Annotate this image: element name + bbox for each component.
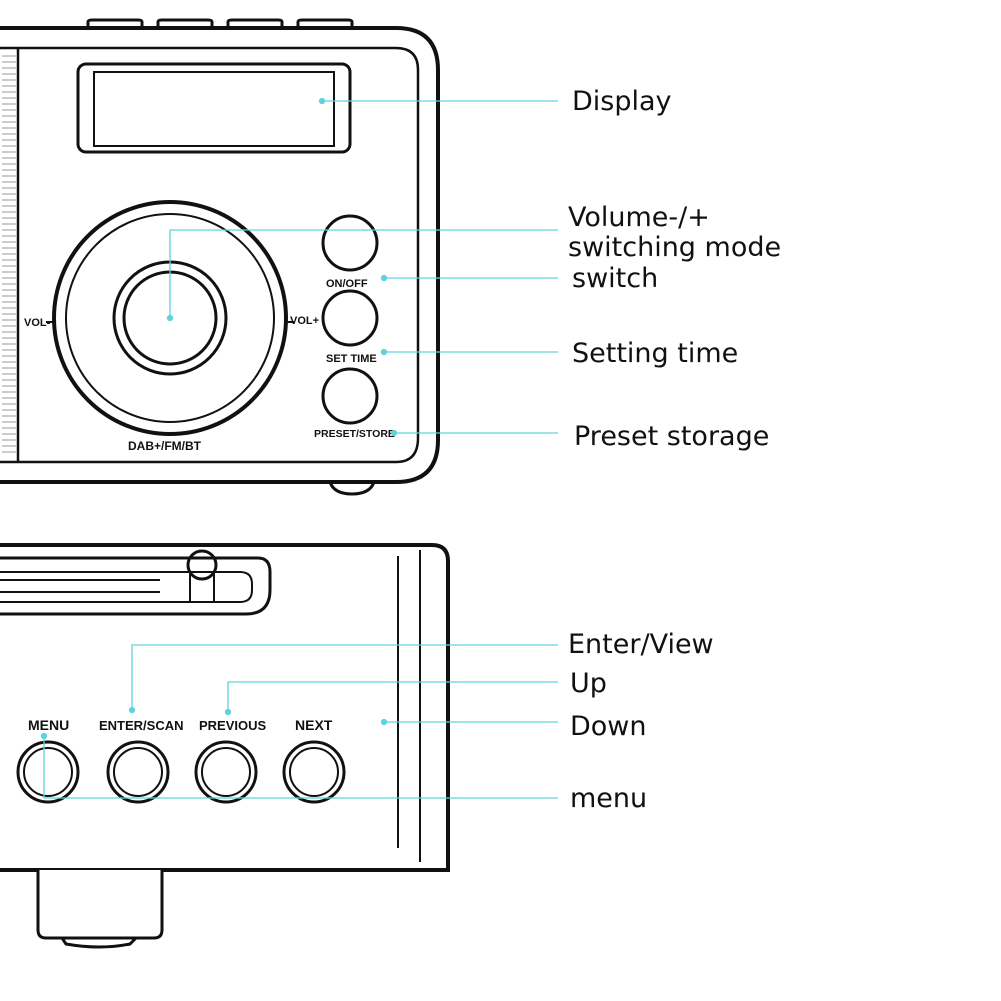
- menu-label: MENU: [28, 717, 69, 733]
- preset-store-button[interactable]: [321, 367, 379, 425]
- antenna-recess-inner: [0, 571, 253, 603]
- set-time-label: SET TIME: [326, 353, 377, 365]
- previous-label: PREVIOUS: [199, 718, 267, 733]
- down-leader-dot: [380, 718, 388, 726]
- enter-view-leader: [131, 644, 558, 710]
- display-callout: Display: [572, 86, 672, 117]
- volume-callout-line2: switching mode: [568, 232, 781, 263]
- previous-button[interactable]: [194, 740, 258, 804]
- volume-dial-outer[interactable]: [52, 200, 288, 436]
- top-view: [0, 543, 450, 949]
- up-leader: [227, 681, 558, 712]
- menu-leader: [43, 736, 558, 799]
- front-view: [0, 18, 440, 496]
- preset-storage-callout: Preset storage: [574, 421, 769, 452]
- menu-button-ring: [23, 747, 73, 797]
- mode-label: DAB+/FM/BT: [128, 439, 202, 453]
- display-leader-dot: [318, 97, 326, 105]
- enter-scan-button-ring: [113, 747, 163, 797]
- enter-view-callout: Enter/View: [568, 629, 714, 660]
- menu-button[interactable]: [16, 740, 80, 804]
- display-window: [76, 62, 352, 154]
- top-stand-inner: [60, 936, 138, 949]
- enter-scan-button[interactable]: [106, 740, 170, 804]
- preset-store-label: PRESET/STORE: [314, 428, 395, 440]
- enter-view-leader-dot: [128, 706, 136, 714]
- next-label: NEXT: [295, 717, 333, 733]
- enter-scan-label: ENTER/SCAN: [99, 718, 184, 733]
- setting-time-callout: Setting time: [572, 338, 738, 369]
- menu-callout: menu: [570, 783, 647, 814]
- volume-callout-line1: Volume-/+: [568, 202, 710, 233]
- antenna-recess: [0, 556, 272, 616]
- up-leader-dot: [224, 708, 232, 716]
- next-button-ring: [289, 747, 339, 797]
- display-window-inner: [93, 71, 335, 147]
- top-body-outer: [0, 543, 450, 872]
- volume-callout-line3: switch: [572, 263, 658, 294]
- top-stand: [36, 870, 164, 940]
- on-off-label: ON/OFF: [326, 278, 368, 290]
- leader-lines: [40, 97, 558, 799]
- up-callout: Up: [570, 668, 607, 699]
- set-time-button[interactable]: [321, 289, 379, 347]
- antenna-pivot: [186, 549, 218, 581]
- speaker-grille: [2, 55, 16, 453]
- set-time-leader-dot: [380, 348, 388, 356]
- volume-leader-dot: [166, 314, 174, 322]
- down-callout: Down: [570, 711, 647, 742]
- next-button[interactable]: [282, 740, 346, 804]
- front-body-inner: [0, 46, 420, 464]
- menu-leader-dot: [40, 732, 48, 740]
- front-body-outer: [0, 26, 440, 484]
- previous-button-ring: [201, 747, 251, 797]
- vol-minus-label: VOL-: [24, 317, 51, 329]
- preset-leader-dot: [390, 429, 398, 437]
- front-foot: [328, 481, 376, 496]
- vol-plus-label: VOL+: [290, 315, 319, 327]
- volume-dial-ring: [65, 213, 275, 423]
- on-off-button[interactable]: [321, 214, 379, 272]
- switch-leader-dot: [380, 274, 388, 282]
- volume-leader: [169, 229, 558, 318]
